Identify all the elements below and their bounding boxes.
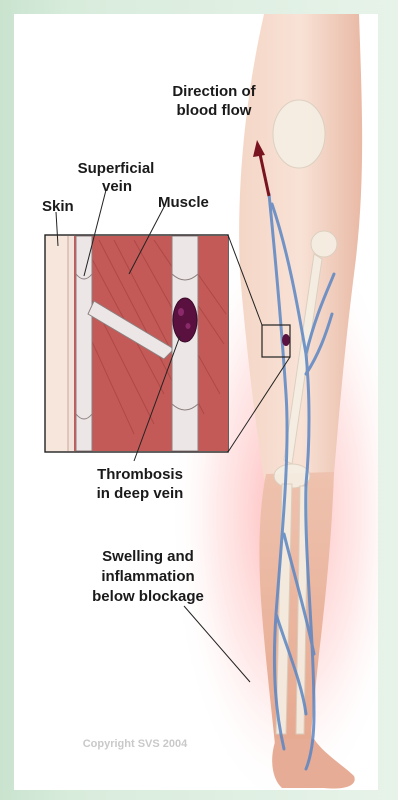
leg-diagram: Direction of blood flow Superficial vein… xyxy=(14,14,378,790)
label-thrombosis-line1: Thrombosis xyxy=(97,466,183,483)
label-swelling-line1: Swelling and xyxy=(102,548,194,565)
label-thrombosis-line2: in deep vein xyxy=(97,485,184,502)
label-superficial-line1: Superficial xyxy=(78,160,155,177)
label-swelling-line2: inflammation xyxy=(101,568,194,585)
clot-small xyxy=(282,334,290,346)
label-direction-line1: Direction of xyxy=(172,83,256,100)
label-swelling-line3: below blockage xyxy=(92,588,204,605)
label-superficial-line2: vein xyxy=(102,178,132,195)
label-skin: Skin xyxy=(42,198,74,215)
inset-panel xyxy=(45,235,228,452)
clot-inset xyxy=(173,298,197,342)
illustration-canvas: Direction of blood flow Superficial vein… xyxy=(14,14,378,790)
label-direction-line2: blood flow xyxy=(177,102,252,119)
copyright-text: Copyright SVS 2004 xyxy=(83,738,188,750)
label-muscle: Muscle xyxy=(158,194,209,211)
